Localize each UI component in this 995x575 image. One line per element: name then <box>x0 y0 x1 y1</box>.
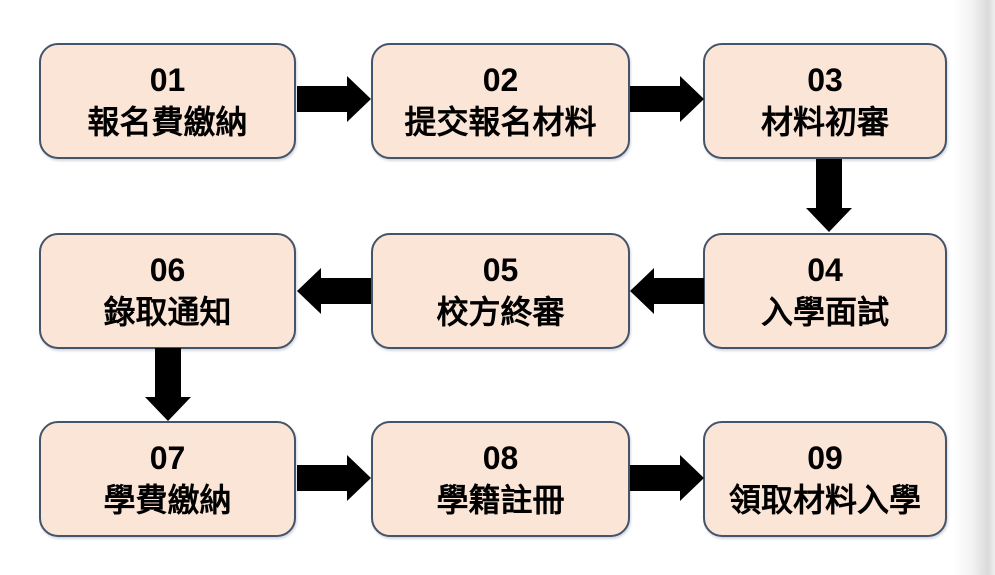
step-number: 06 <box>149 252 186 288</box>
arrow-right-08-09-icon <box>630 455 704 501</box>
page-edge-shadow <box>953 0 995 575</box>
arrow-down-06-07-icon <box>145 348 191 421</box>
arrow-shaft <box>297 86 347 112</box>
flow-step-06: 06 錄取通知 <box>39 233 296 349</box>
step-label: 領取材料入學 <box>728 482 921 518</box>
arrow-head <box>297 268 321 314</box>
flow-step-05: 05 校方終審 <box>371 233 630 349</box>
step-number: 02 <box>482 62 519 98</box>
step-label: 學籍註冊 <box>436 482 565 518</box>
step-label: 入學面試 <box>760 294 889 330</box>
arrow-head <box>806 208 852 232</box>
arrow-head <box>680 455 704 501</box>
arrow-right-07-08-icon <box>297 455 371 501</box>
step-number: 01 <box>149 62 186 98</box>
flow-step-07: 07 學費繳納 <box>39 421 296 537</box>
step-number: 07 <box>149 440 186 476</box>
arrow-head <box>680 76 704 122</box>
flow-step-03: 03 材料初審 <box>703 43 947 159</box>
arrow-head <box>145 397 191 421</box>
arrow-head <box>630 268 654 314</box>
arrow-right-01-02-icon <box>297 76 371 122</box>
step-label: 錄取通知 <box>103 294 232 330</box>
step-label: 校方終審 <box>436 294 565 330</box>
step-number: 04 <box>807 252 843 288</box>
step-number: 03 <box>807 62 843 98</box>
arrow-shaft <box>630 465 680 491</box>
arrow-left-04-05-icon <box>630 268 704 314</box>
arrow-down-03-04-icon <box>806 159 852 232</box>
flow-step-04: 04 入學面試 <box>703 233 947 349</box>
arrow-shaft <box>654 278 704 304</box>
arrow-shaft <box>816 159 842 208</box>
step-number: 05 <box>482 252 519 288</box>
step-label: 提交報名材料 <box>404 104 597 140</box>
step-label: 材料初審 <box>760 104 889 140</box>
arrow-right-02-03-icon <box>630 76 704 122</box>
step-number: 09 <box>807 440 843 476</box>
arrow-shaft <box>321 278 371 304</box>
arrow-shaft <box>155 348 181 397</box>
arrow-head <box>347 455 371 501</box>
step-label: 學費繳納 <box>103 482 232 518</box>
arrow-shaft <box>630 86 680 112</box>
arrow-left-05-06-icon <box>297 268 371 314</box>
flow-step-02: 02 提交報名材料 <box>371 43 630 159</box>
flow-step-08: 08 學籍註冊 <box>371 421 630 537</box>
step-label: 報名費繳納 <box>87 104 248 140</box>
arrow-shaft <box>297 465 347 491</box>
arrow-head <box>347 76 371 122</box>
flow-step-01: 01 報名費繳納 <box>39 43 296 159</box>
step-number: 08 <box>482 440 519 476</box>
flow-step-09: 09 領取材料入學 <box>703 421 947 537</box>
